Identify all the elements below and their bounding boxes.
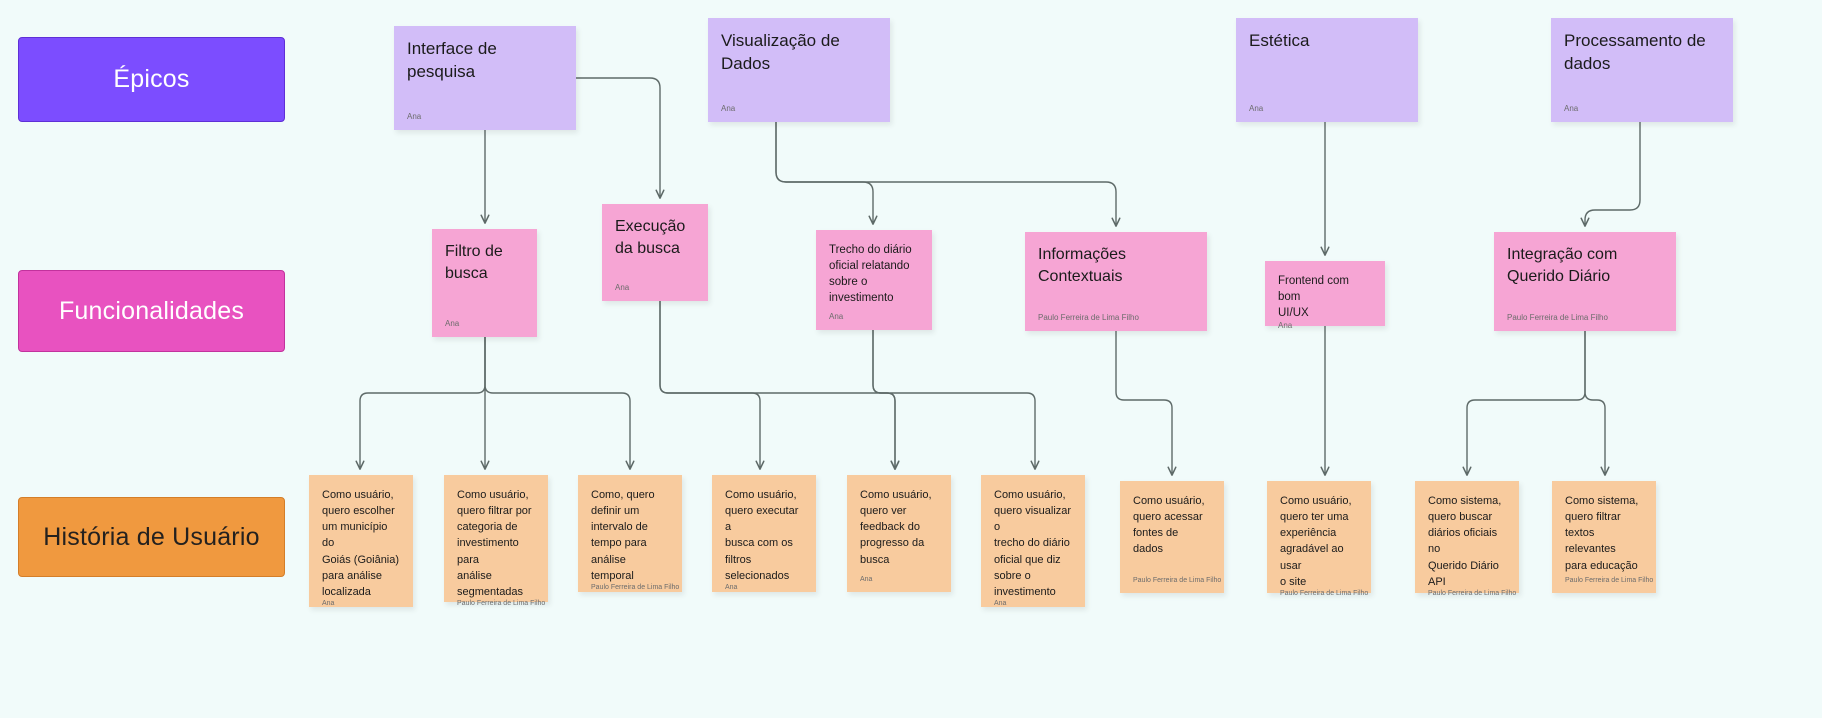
feature-card-execucao-da-busca[interactable]: Execução da busca Ana bbox=[602, 204, 708, 301]
story-card-author: Paulo Ferreira de Lima Filho bbox=[1280, 589, 1369, 597]
row-label-historia-de-usuario-text: História de Usuário bbox=[43, 522, 260, 551]
story-card-author: Paulo Ferreira de Lima Filho bbox=[457, 600, 546, 608]
wire-f6-s9 bbox=[1467, 331, 1586, 474]
story-card-author: Ana bbox=[994, 600, 1007, 608]
story-card-author: Paulo Ferreira de Lima Filho bbox=[1565, 576, 1654, 584]
story-card-title: Como usuário, quero visualizar o trecho … bbox=[994, 489, 1072, 598]
feature-card-author: Ana bbox=[615, 283, 630, 293]
story-card-experiencia-agradavel[interactable]: Como usuário, quero ter uma experiência … bbox=[1267, 481, 1371, 597]
wire-f3-s6 bbox=[872, 330, 1035, 468]
story-card-author: Ana bbox=[322, 600, 335, 608]
row-label-funcionalidades[interactable]: Funcionalidades bbox=[18, 270, 285, 352]
wire-f1-s3 bbox=[484, 337, 630, 468]
feature-card-title: Informações Contextuais bbox=[1038, 246, 1127, 285]
story-card-title: Como usuário, quero executar a busca com… bbox=[725, 489, 799, 582]
feature-card-frontend-com-bom-ui-ux[interactable]: Frontend com bom UI/UX Ana bbox=[1265, 261, 1385, 330]
epic-card-title: Estética bbox=[1249, 31, 1310, 50]
feature-card-title: Frontend com bom UI/UX bbox=[1278, 275, 1349, 320]
epic-card-title: Interface de pesquisa bbox=[407, 39, 497, 81]
feature-card-title: Integração com Querido Diário bbox=[1507, 246, 1618, 285]
feature-card-author: Paulo Ferreira de Lima Filho bbox=[1038, 313, 1139, 323]
story-card-author: Paulo Ferreira de Lima Filho bbox=[1133, 576, 1222, 584]
wire-f4-s7 bbox=[1115, 331, 1172, 474]
story-card-title: Como sistema, quero filtrar textos relev… bbox=[1565, 495, 1639, 572]
epic-card-author: Ana bbox=[1249, 104, 1264, 114]
story-card-buscar-diarios-oficiais[interactable]: Como sistema, quero buscar diários ofici… bbox=[1415, 481, 1519, 597]
story-card-author: Paulo Ferreira de Lima Filho bbox=[1428, 589, 1517, 597]
feature-card-filtro-de-busca[interactable]: Filtro de busca Ana bbox=[432, 229, 537, 337]
feature-card-author: Ana bbox=[829, 312, 844, 322]
epic-card-author: Ana bbox=[407, 112, 422, 122]
story-card-title: Como, quero definir um intervalo de temp… bbox=[591, 489, 655, 582]
epic-card-estetica[interactable]: Estética Ana bbox=[1236, 18, 1418, 122]
feature-card-author: Ana bbox=[445, 319, 460, 329]
row-label-historia-de-usuario[interactable]: História de Usuário bbox=[18, 497, 285, 577]
feature-card-title: Filtro de busca bbox=[445, 243, 503, 282]
feature-card-informacoes-contextuais[interactable]: Informações Contextuais Paulo Ferreira d… bbox=[1025, 232, 1207, 331]
story-card-title: Como usuário, quero acessar fontes de da… bbox=[1133, 495, 1205, 556]
wire-f1-s1 bbox=[360, 337, 486, 468]
epic-card-processamento-de-dados[interactable]: Processamento de dados Ana bbox=[1551, 18, 1733, 122]
row-label-funcionalidades-text: Funcionalidades bbox=[58, 296, 245, 325]
wire-e2-f4 bbox=[775, 122, 1116, 225]
story-card-title: Como usuário, quero ver feedback do prog… bbox=[860, 489, 932, 566]
story-card-author: Ana bbox=[725, 583, 738, 591]
epic-card-title: Processamento de dados bbox=[1564, 31, 1706, 73]
feature-card-title: Trecho do diário oficial relatando sobre… bbox=[829, 244, 912, 305]
wire-e4-f6 bbox=[1585, 122, 1641, 225]
epic-card-author: Ana bbox=[1564, 104, 1579, 114]
story-card-feedback-progresso[interactable]: Como usuário, quero ver feedback do prog… bbox=[847, 475, 951, 592]
wire-e2-f3 bbox=[775, 122, 873, 223]
story-card-escolher-municipio[interactable]: Como usuário, quero escolher um municípi… bbox=[309, 475, 413, 607]
wire-f3-s5 bbox=[872, 330, 895, 468]
story-card-executar-busca[interactable]: Como usuário, quero executar a busca com… bbox=[712, 475, 816, 592]
feature-card-integracao-com-querido-diario[interactable]: Integração com Querido Diário Paulo Ferr… bbox=[1494, 232, 1676, 331]
story-card-title: Como usuário, quero escolher um municípi… bbox=[322, 489, 400, 598]
feature-card-title: Execução da busca bbox=[615, 218, 686, 257]
story-card-visualizar-trecho-diario[interactable]: Como usuário, quero visualizar o trecho … bbox=[981, 475, 1085, 607]
row-label-epics-text: Épicos bbox=[113, 65, 190, 93]
story-card-intervalo-de-tempo[interactable]: Como, quero definir um intervalo de temp… bbox=[578, 475, 682, 592]
epic-card-interface-de-pesquisa[interactable]: Interface de pesquisa Ana bbox=[394, 26, 576, 130]
epic-card-title: Visualização de Dados bbox=[721, 31, 840, 73]
feature-card-author: Paulo Ferreira de Lima Filho bbox=[1507, 313, 1608, 323]
epic-card-author: Ana bbox=[721, 104, 736, 114]
wire-e1-f2 bbox=[576, 77, 660, 197]
feature-card-trecho-do-diario-oficial[interactable]: Trecho do diário oficial relatando sobre… bbox=[816, 230, 932, 330]
story-card-filtrar-por-categoria[interactable]: Como usuário, quero filtrar por categori… bbox=[444, 475, 548, 607]
row-label-epics[interactable]: Épicos bbox=[18, 37, 285, 122]
story-card-title: Como sistema, quero buscar diários ofici… bbox=[1428, 495, 1502, 588]
feature-card-author: Ana bbox=[1278, 321, 1293, 331]
story-card-title: Como usuário, quero filtrar por categori… bbox=[457, 489, 532, 598]
story-card-author: Paulo Ferreira de Lima Filho bbox=[591, 583, 680, 591]
epic-card-visualizacao-de-dados[interactable]: Visualização de Dados Ana bbox=[708, 18, 890, 122]
story-card-filtrar-textos-relevantes[interactable]: Como sistema, quero filtrar textos relev… bbox=[1552, 481, 1656, 593]
story-card-author: Ana bbox=[860, 575, 873, 583]
wire-f6-s10 bbox=[1584, 331, 1605, 474]
wire-f2-s4 bbox=[659, 301, 760, 468]
story-card-acessar-fontes-de-dados[interactable]: Como usuário, quero acessar fontes de da… bbox=[1120, 481, 1224, 593]
story-card-title: Como usuário, quero ter uma experiência … bbox=[1280, 495, 1352, 588]
